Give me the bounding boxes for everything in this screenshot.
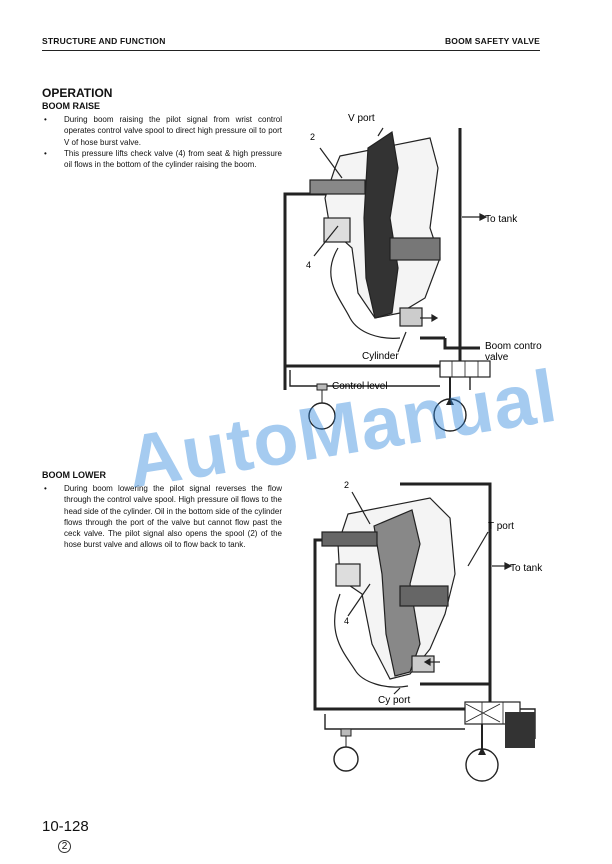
raise-callout-4: 4 [306,260,311,270]
lower-callout-4: 4 [344,616,349,626]
boom-raise-bullets: During boom raising the pilot signal fro… [42,114,282,170]
boom-raise-bullet-1: During boom raising the pilot signal fro… [42,114,282,148]
header-section-title: STRUCTURE AND FUNCTION [42,36,166,46]
cy-port-label: Cy port [378,695,410,706]
t-port-label: T port [488,521,514,532]
boom-raise-diagram: V port 2 4 To tank Cylinder Boom contro … [283,113,542,432]
page-header: STRUCTURE AND FUNCTION BOOM SAFETY VALVE [42,36,540,51]
raise-callout-2: 2 [310,132,315,142]
operation-heading: OPERATION [42,86,113,100]
control-level-label: Control level [332,381,388,392]
revision-mark: 2 [58,840,71,853]
boom-lower-diagram: 2 4 T port To tank Cy port [313,480,543,782]
boom-control-valve-label-2: valve [485,352,509,363]
boom-lower-bullet-1: During boom lowering the pilot signal re… [42,483,282,551]
page-number: 10-128 [42,818,89,835]
lower-to-tank-label: To tank [510,563,543,574]
boom-lower-bullets: During boom lowering the pilot signal re… [42,483,282,551]
cylinder-label: Cylinder [362,351,399,362]
boom-raise-heading: BOOM RAISE [42,101,101,111]
boom-raise-bullet-2: This pressure lifts check valve (4) from… [42,148,282,171]
boom-control-valve-label-1: Boom contro [485,341,542,352]
boom-lower-heading: BOOM LOWER [42,470,106,480]
raise-to-tank-label: To tank [485,214,518,225]
lower-callout-2: 2 [344,480,349,490]
v-port-label: V port [348,113,375,124]
header-component-title: BOOM SAFETY VALVE [444,36,540,46]
